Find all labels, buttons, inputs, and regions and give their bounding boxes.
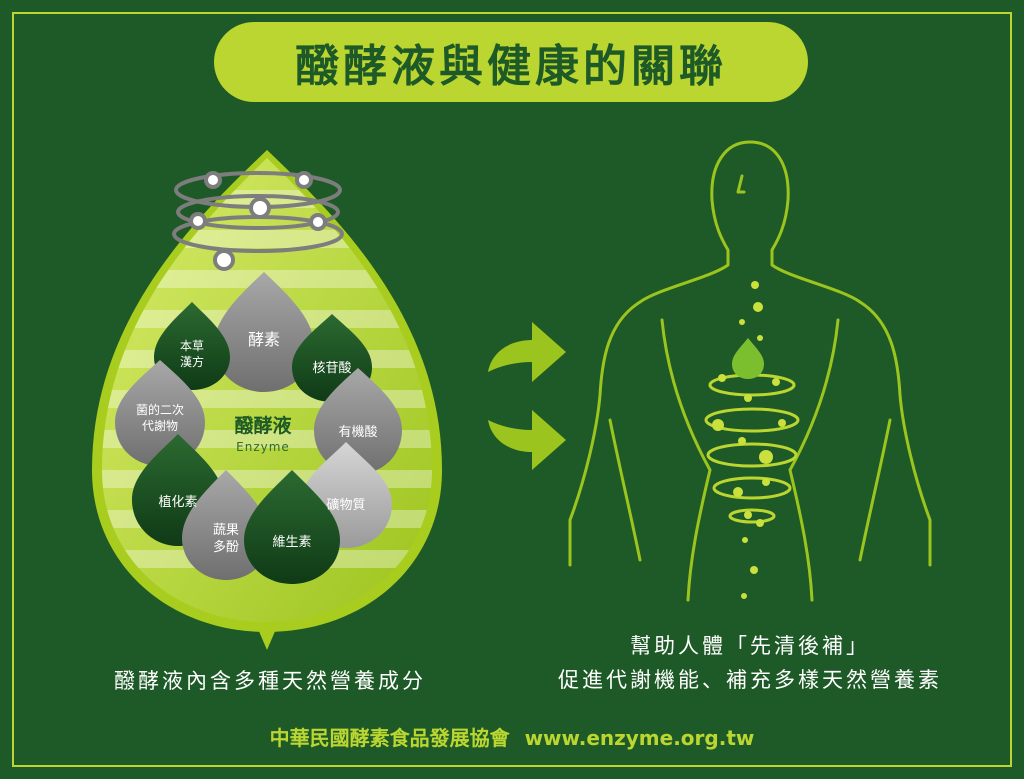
drop-organic-acid-icon bbox=[314, 368, 402, 474]
footer-url: www.enzyme.org.tw bbox=[524, 726, 755, 750]
orbit-rings-icon bbox=[172, 171, 344, 271]
drop-label-enzyme: 酵素 bbox=[248, 330, 280, 349]
drop-enzyme-icon bbox=[214, 272, 314, 392]
page-title: 醱酵液與健康的關聯 bbox=[295, 41, 727, 92]
border-frame bbox=[12, 12, 1012, 767]
left-caption: 醱酵液內含多種天然營養成分 bbox=[114, 669, 426, 693]
footer: 中華民國酵素食品發展協會 www.enzyme.org.tw bbox=[0, 722, 1024, 751]
drop-label-mineral: 礦物質 bbox=[326, 497, 365, 513]
energy-rings-icon bbox=[704, 373, 800, 524]
human-body-icon bbox=[568, 140, 932, 602]
drop-label-polyphenol-2: 多酚 bbox=[213, 539, 239, 555]
right-caption-line1: 幫助人體「先清後補」 bbox=[630, 634, 870, 658]
drop-label-phytochemical: 植化素 bbox=[158, 495, 197, 510]
drop-label-bacteria-1: 菌的二次 bbox=[136, 402, 184, 417]
drop-label-polyphenol-1: 蔬果 bbox=[213, 523, 239, 538]
drop-label-bacteria-2: 代謝物 bbox=[142, 418, 178, 433]
arrow-forward-icon bbox=[488, 322, 566, 382]
right-caption-line2: 促進代謝機能、補充多樣天然營養素 bbox=[558, 668, 942, 692]
title-banner: 醱酵液與健康的關聯 bbox=[214, 22, 808, 102]
drop-label-herbal-1: 本草 bbox=[180, 339, 204, 353]
green-drop-icon bbox=[732, 338, 764, 379]
drop-label-herbal-2: 漢方 bbox=[180, 354, 204, 369]
energy-dots-icon bbox=[712, 281, 786, 599]
drop-label-nucleotide: 核苷酸 bbox=[312, 361, 351, 376]
drop-label-vitamin: 維生素 bbox=[272, 535, 311, 550]
center-sublabel: Enzyme bbox=[236, 440, 290, 454]
center-label: 醱酵液 bbox=[234, 414, 292, 437]
drop-vitamin-icon bbox=[244, 470, 340, 584]
drop-herbal-icon bbox=[154, 302, 230, 390]
arrow-return-icon bbox=[488, 410, 566, 470]
footer-org: 中華民國酵素食品發展協會 bbox=[269, 726, 510, 750]
drop-label-organic-acid: 有機酸 bbox=[338, 425, 377, 440]
